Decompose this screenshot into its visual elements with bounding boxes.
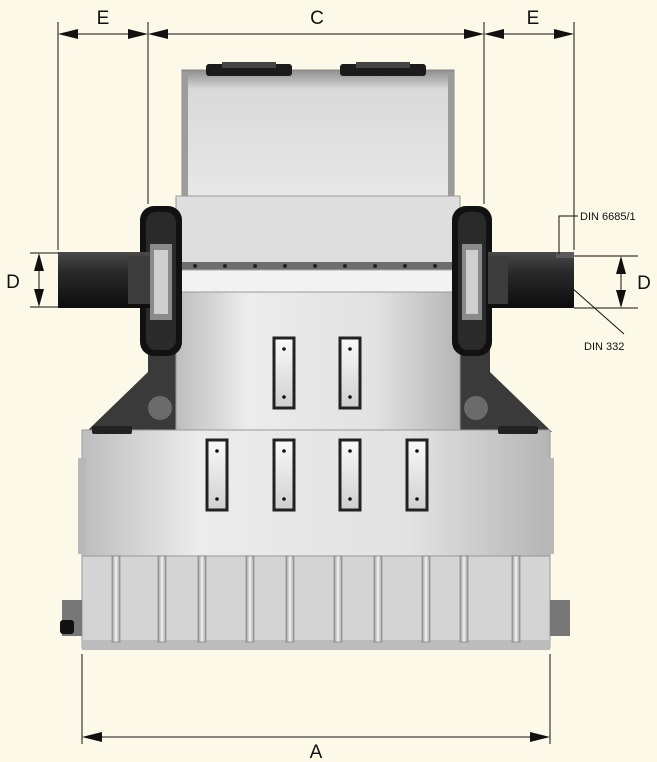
- dim-label-a: A: [310, 742, 323, 762]
- dimension-e-left: E: [58, 8, 148, 39]
- cooling-fin: [333, 555, 343, 643]
- input-shaft-left: [58, 252, 150, 308]
- dimension-c: C: [148, 8, 484, 39]
- cooling-fin: [459, 555, 469, 643]
- lower-housing: [86, 291, 552, 433]
- cooling-fin: [285, 555, 295, 643]
- callout-din-6685: DIN 6685/1: [558, 211, 636, 254]
- input-flange-left: [140, 206, 182, 356]
- cooling-fin: [421, 555, 431, 643]
- output-shaft-right: [488, 252, 574, 308]
- dimension-annotations: E C E D D: [6, 8, 651, 762]
- dimension-e-right: E: [484, 8, 574, 39]
- callout-label-din-6685: DIN 6685/1: [580, 211, 636, 223]
- dim-label-e-left: E: [97, 8, 110, 29]
- cooling-fins: [60, 555, 570, 650]
- lifting-eye-left: [148, 396, 172, 420]
- top-housing: [181, 62, 455, 199]
- cooling-fin: [157, 555, 167, 643]
- split-line-flange: [176, 262, 460, 270]
- cooling-fin: [111, 555, 121, 643]
- callout-din-332: DIN 332: [571, 287, 624, 353]
- base-cap-left: [92, 426, 132, 434]
- cooling-fin: [373, 555, 383, 643]
- bar-row-lower: [205, 438, 429, 512]
- cooling-fin: [511, 555, 521, 643]
- cooling-fin: [245, 555, 255, 643]
- base-cap-right: [498, 426, 538, 434]
- dim-label-d-left: D: [6, 272, 20, 293]
- middle-housing: [175, 195, 461, 269]
- inspection-bars: [205, 336, 429, 512]
- dimension-d-right: D: [616, 256, 651, 308]
- bar-row-upper: [272, 336, 362, 410]
- dimension-d-left: D: [6, 253, 44, 307]
- dim-label-e-right: E: [527, 8, 540, 29]
- lifting-eye-right: [464, 396, 488, 420]
- dim-label-c: C: [310, 8, 324, 29]
- gearbox-illustration: [58, 62, 574, 650]
- callout-label-din-332: DIN 332: [584, 341, 624, 353]
- cooling-fin: [197, 555, 207, 643]
- extension-lines: [30, 22, 638, 744]
- output-flange-right: [452, 206, 492, 356]
- base-housing: [78, 426, 554, 557]
- keyway: [556, 252, 574, 258]
- split-bolts: [193, 264, 437, 268]
- dimension-a: A: [82, 732, 550, 762]
- dim-label-d-right: D: [637, 273, 651, 294]
